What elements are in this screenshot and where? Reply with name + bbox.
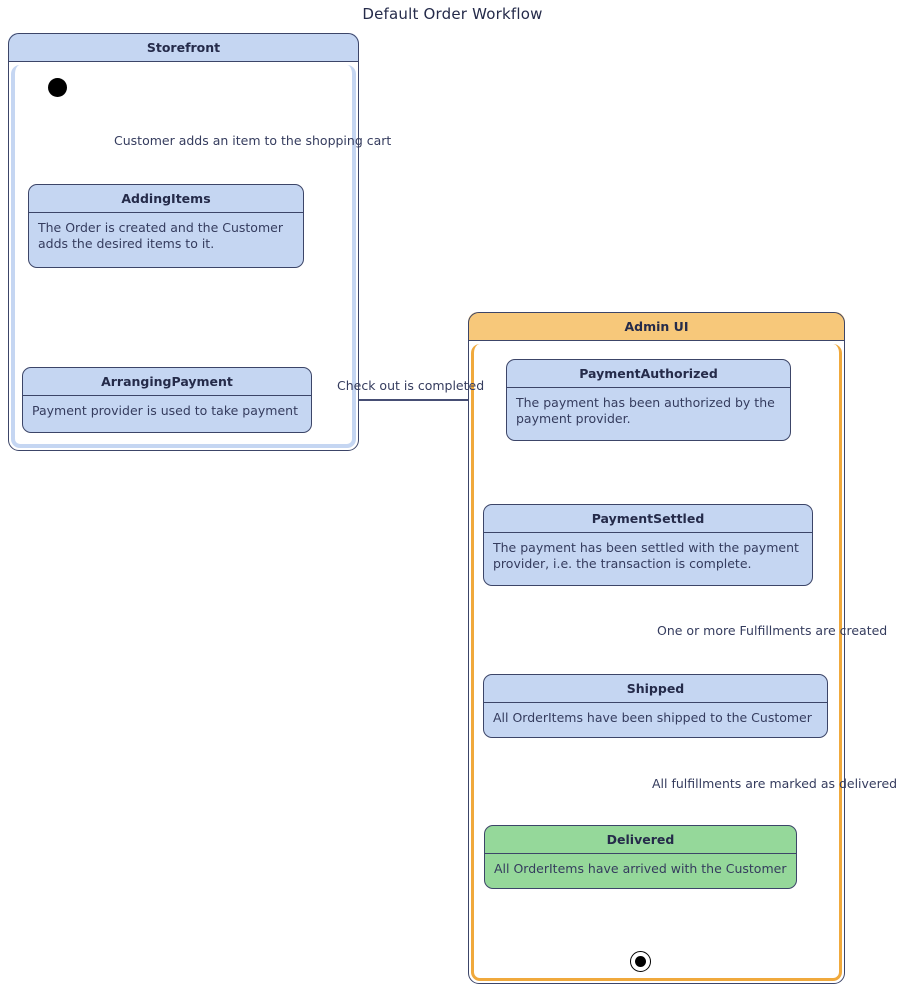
state-paymentsettled-description: The payment has been settled with the pa… bbox=[493, 540, 799, 571]
page-title: Default Order Workflow bbox=[362, 5, 543, 23]
state-arrangingpayment-description: Payment provider is used to take payment bbox=[32, 403, 298, 418]
edge-label-start-to-addingitems: Customer adds an item to the shopping ca… bbox=[114, 133, 392, 148]
edge-label-arrangingpayment-to-paymentauthorized: Check out is completed bbox=[337, 378, 485, 393]
state-paymentauthorized[interactable]: PaymentAuthorized The payment has been a… bbox=[506, 359, 791, 441]
initial-state-node bbox=[48, 78, 67, 97]
state-shipped[interactable]: Shipped All OrderItems have been shipped… bbox=[483, 674, 828, 738]
state-addingitems-description: The Order is created and the Customer ad… bbox=[38, 220, 283, 251]
state-arrangingpayment-title: ArrangingPayment bbox=[23, 368, 311, 396]
state-arrangingpayment[interactable]: ArrangingPayment Payment provider is use… bbox=[22, 367, 312, 433]
edge-label-shipped-to-delivered: All fulfillments are marked as delivered bbox=[652, 776, 898, 791]
state-delivered[interactable]: Delivered All OrderItems have arrived wi… bbox=[484, 825, 797, 889]
state-addingitems[interactable]: AddingItems The Order is created and the… bbox=[28, 184, 304, 268]
composite-admin-ui-label: Admin UI bbox=[468, 312, 845, 341]
state-shipped-title: Shipped bbox=[484, 675, 827, 703]
state-paymentsettled-title: PaymentSettled bbox=[484, 505, 812, 533]
state-paymentsettled[interactable]: PaymentSettled The payment has been sett… bbox=[483, 504, 813, 586]
composite-storefront-label: Storefront bbox=[8, 33, 359, 62]
edge-label-paymentsettled-to-shipped: One or more Fulfillments are created bbox=[657, 623, 888, 638]
state-paymentauthorized-description: The payment has been authorized by the p… bbox=[516, 395, 775, 426]
state-shipped-description: All OrderItems have been shipped to the … bbox=[493, 710, 812, 725]
state-paymentauthorized-title: PaymentAuthorized bbox=[507, 360, 790, 388]
final-state-node bbox=[630, 951, 651, 972]
state-addingitems-title: AddingItems bbox=[29, 185, 303, 213]
state-delivered-description: All OrderItems have arrived with the Cus… bbox=[494, 861, 787, 876]
state-delivered-title: Delivered bbox=[485, 826, 796, 854]
